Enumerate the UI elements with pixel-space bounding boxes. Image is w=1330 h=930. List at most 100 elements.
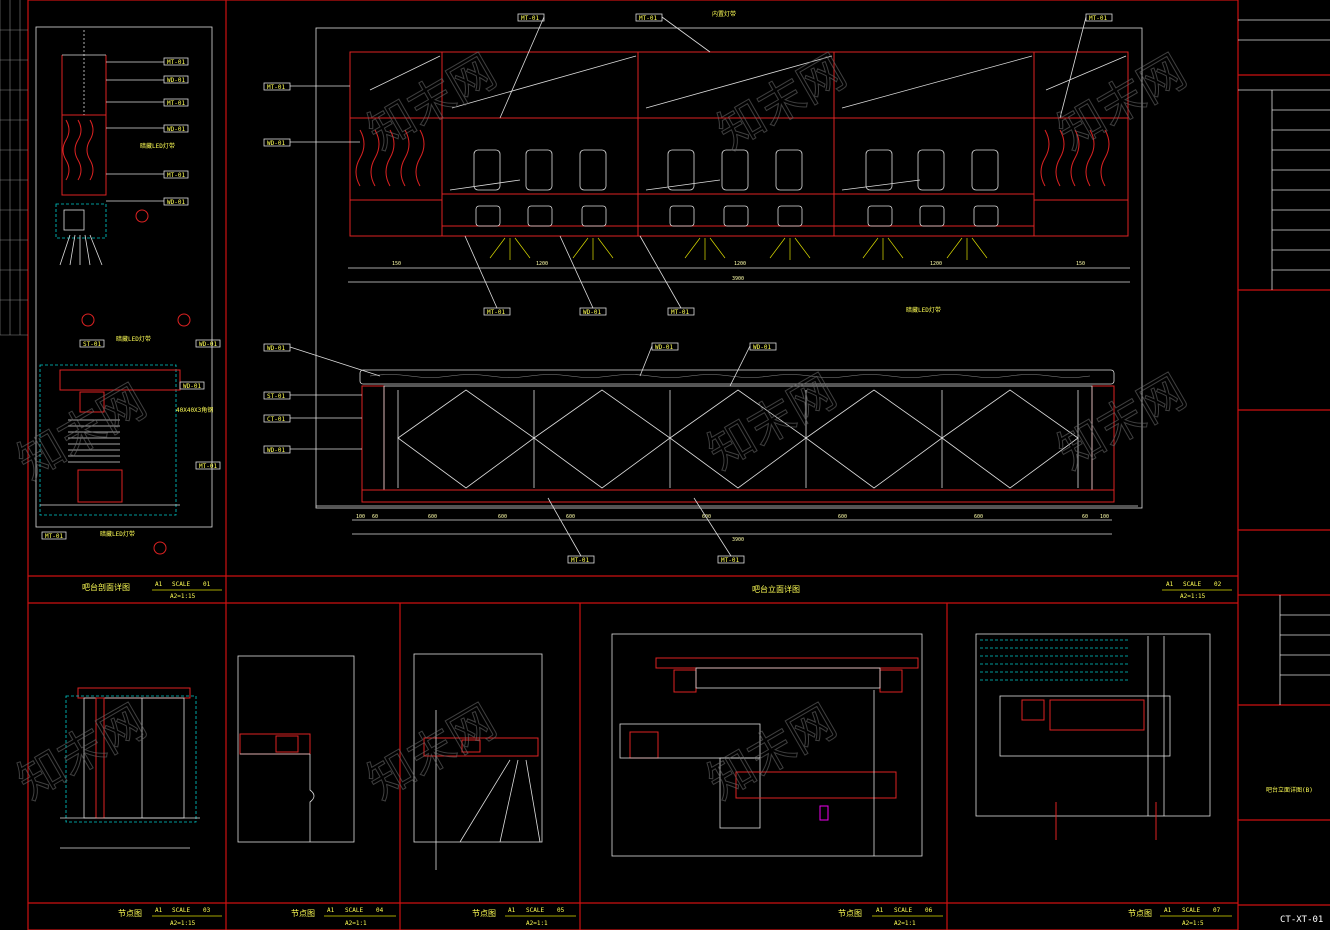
svg-text:150: 150	[1076, 261, 1085, 267]
svg-text:MT-01: MT-01	[267, 84, 285, 91]
svg-text:WD-01: WD-01	[183, 383, 201, 390]
svg-text:MT-01: MT-01	[199, 463, 217, 470]
svg-text:MT-01: MT-01	[167, 172, 185, 179]
svg-text:MT-01: MT-01	[167, 59, 185, 66]
svg-text:A2=1:1: A2=1:1	[894, 920, 916, 927]
title-block-drawing-name: 吧台立面详图(B)	[1266, 786, 1313, 794]
svg-text:150: 150	[392, 261, 401, 267]
svg-text:MT-01: MT-01	[45, 533, 63, 540]
svg-text:知末网: 知末网	[709, 44, 856, 160]
svg-text:WD-01: WD-01	[167, 126, 185, 133]
svg-text:A1: A1	[155, 581, 163, 588]
svg-text:MT-01: MT-01	[167, 100, 185, 107]
panel-06-node	[611, 633, 923, 857]
panel-05-title: 节点图	[472, 909, 496, 918]
svg-text:3900: 3900	[732, 276, 744, 282]
svg-text:知末网: 知末网	[1049, 44, 1196, 160]
drawing-code: CT-XT-01	[1280, 915, 1323, 925]
svg-text:600: 600	[498, 514, 507, 520]
panel-05-node	[413, 653, 543, 870]
svg-text:WD-01: WD-01	[267, 345, 285, 352]
svg-text:100: 100	[1100, 514, 1109, 520]
svg-text:知末网: 知末网	[359, 694, 506, 810]
svg-text:WD-01: WD-01	[583, 309, 601, 316]
svg-text:WD-01: WD-01	[167, 199, 185, 206]
left-margin-grid	[0, 0, 28, 336]
svg-text:知末网: 知末网	[699, 694, 846, 810]
elevation-material-tags: MT-01 MT-01 内置灯带 MT-01 MT-01 WD-01 MT-01…	[263, 10, 1113, 564]
svg-text:600: 600	[428, 514, 437, 520]
svg-text:MT-01: MT-01	[639, 15, 657, 22]
svg-text:WD-01: WD-01	[267, 140, 285, 147]
svg-text:A2=1:1: A2=1:1	[345, 920, 367, 927]
panel-title-row: 吧台剖面详图 A1 SCALE 01 A2=1:15 吧台立面详图 A1 SCA…	[82, 581, 1232, 927]
svg-text:A1: A1	[1164, 907, 1172, 914]
svg-text:SCALE: SCALE	[172, 907, 190, 914]
panel-02-elevation: 150 1200 1200 1200 150 3900 100 60 600 6…	[263, 10, 1143, 564]
svg-text:A1: A1	[876, 907, 884, 914]
panel-07-title: 节点图	[1128, 909, 1152, 918]
svg-text:100: 100	[356, 514, 365, 520]
svg-text:60: 60	[1082, 514, 1088, 520]
svg-text:60: 60	[372, 514, 378, 520]
svg-text:WD-01: WD-01	[267, 447, 285, 454]
svg-text:知末网: 知末网	[9, 374, 156, 490]
svg-text:04: 04	[376, 907, 384, 914]
svg-text:暗藏LED灯带: 暗藏LED灯带	[116, 335, 151, 343]
svg-text:A1: A1	[508, 907, 516, 914]
svg-text:知末网: 知末网	[1049, 364, 1196, 480]
panel-03-title: 节点图	[118, 909, 142, 918]
svg-text:40X40X3角钢: 40X40X3角钢	[176, 406, 213, 414]
title-block: 吧台立面详图(B) CT-XT-01	[1238, 19, 1330, 925]
svg-text:MT-01: MT-01	[1089, 15, 1107, 22]
svg-text:A1: A1	[1166, 581, 1174, 588]
svg-text:MT-01: MT-01	[521, 15, 539, 22]
svg-text:WD-01: WD-01	[199, 341, 217, 348]
svg-text:SCALE: SCALE	[172, 581, 190, 588]
svg-text:SCALE: SCALE	[345, 907, 363, 914]
svg-text:MT-01: MT-01	[487, 309, 505, 316]
panel-03-node	[60, 687, 200, 849]
section-lower-tags: ST-01 暗藏LED灯带 WD-01 WD-01 40X40X3角钢 MT-0…	[41, 335, 221, 540]
svg-text:A1: A1	[155, 907, 163, 914]
svg-text:ST-01: ST-01	[83, 341, 101, 348]
svg-text:知末网: 知末网	[9, 694, 156, 810]
svg-text:A2=1:15: A2=1:15	[170, 920, 196, 927]
panel-04-node	[237, 655, 355, 843]
watermark-layer: 知末网 知末网 知末网 知末网 知末网 知末网 知末网 知末网 知末网	[8, 43, 1196, 810]
svg-text:A2=1:15: A2=1:15	[1180, 593, 1206, 600]
svg-text:06: 06	[925, 907, 933, 914]
svg-text:1200: 1200	[734, 261, 746, 267]
panel-07-node	[975, 633, 1211, 840]
svg-text:1200: 1200	[536, 261, 548, 267]
svg-text:01: 01	[203, 581, 211, 588]
svg-text:1200: 1200	[930, 261, 942, 267]
svg-text:A2=1:15: A2=1:15	[170, 593, 196, 600]
svg-text:暗藏LED灯带: 暗藏LED灯带	[906, 306, 941, 314]
svg-text:MT-01: MT-01	[721, 557, 739, 564]
svg-text:A2=1:1: A2=1:1	[526, 920, 548, 927]
svg-text:05: 05	[557, 907, 565, 914]
svg-text:SCALE: SCALE	[526, 907, 544, 914]
svg-text:内置灯带: 内置灯带	[712, 10, 736, 18]
svg-text:ST-01: ST-01	[267, 393, 285, 400]
panel-01-section: MT-01 WD-01 MT-01 WD-01 暗藏LED灯带 MT-01 WD…	[35, 26, 221, 555]
panel-06-title: 节点图	[838, 909, 862, 918]
svg-text:3900: 3900	[732, 537, 744, 543]
svg-text:WD-01: WD-01	[753, 344, 771, 351]
svg-text:07: 07	[1213, 907, 1221, 914]
svg-text:WD-01: WD-01	[167, 77, 185, 84]
svg-text:WD-01: WD-01	[655, 344, 673, 351]
svg-text:知末网: 知末网	[699, 364, 846, 480]
svg-text:A1: A1	[327, 907, 335, 914]
panel-01-title: 吧台剖面详图	[82, 582, 130, 592]
svg-text:暗藏LED灯带: 暗藏LED灯带	[140, 142, 175, 150]
svg-text:MT-01: MT-01	[671, 309, 689, 316]
section-upper-tags: MT-01 WD-01 MT-01 WD-01 暗藏LED灯带 MT-01 WD…	[106, 57, 189, 206]
svg-text:600: 600	[566, 514, 575, 520]
svg-text:MT-01: MT-01	[571, 557, 589, 564]
svg-text:SCALE: SCALE	[894, 907, 912, 914]
svg-text:A2=1:5: A2=1:5	[1182, 920, 1204, 927]
